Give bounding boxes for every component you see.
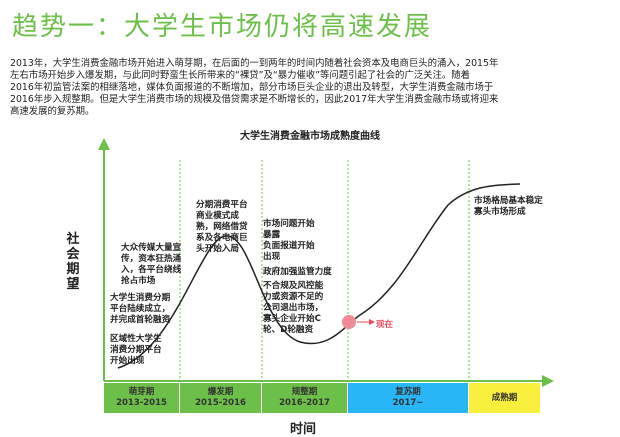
phase-guides bbox=[179, 160, 470, 383]
phase-years: 2017~ bbox=[392, 398, 424, 408]
phase-name: 爆发期 bbox=[207, 387, 234, 397]
annotation-early-1: 区域性大学生 消费分期平台 开始出现 bbox=[110, 334, 162, 366]
phase-boom: 爆发期 2015-2016 bbox=[180, 383, 262, 413]
annotation-early-2: 大学生消费分期 平台陆续成立， 并完成首轮融资 bbox=[110, 293, 171, 325]
annotation-norm-1: 市场问题开始 暴露 负面报道开始 出现 bbox=[263, 219, 315, 262]
now-label: 现在 bbox=[376, 320, 394, 330]
phase-normalize: 规整期 2016-2017 bbox=[262, 383, 348, 413]
annotation-norm-2: 政府加强监管力度 bbox=[263, 267, 332, 277]
annotation-norm-3: 不合规及风控能 力或资源不足的 公司退出市场， 寡头企业开始C 轮、D轮融资 bbox=[263, 281, 324, 335]
chart-title: 大学生消费金融市场成熟度曲线 bbox=[240, 131, 380, 142]
phase-years: 2013-2015 bbox=[116, 398, 167, 408]
phase-name: 复苏期 bbox=[395, 387, 421, 397]
phase-name: 成熟期 bbox=[491, 392, 518, 403]
phase-name: 萌芽期 bbox=[128, 387, 155, 397]
x-axis-label: 时间 bbox=[290, 422, 317, 437]
phase-recovery: 复苏期 2017~ bbox=[348, 383, 469, 413]
y-axis-label: 社会期望 bbox=[66, 232, 80, 292]
phase-mature: 成熟期 bbox=[469, 383, 541, 413]
phase-years: 2016-2017 bbox=[279, 398, 330, 408]
x-axis-arrow bbox=[542, 375, 554, 387]
y-axis-arrow bbox=[98, 138, 110, 150]
annotation-mature: 市场格局基本稳定 寡头市场形成 bbox=[474, 196, 543, 217]
maturity-curve bbox=[117, 183, 521, 369]
phase-years: 2015-2016 bbox=[195, 398, 246, 408]
paragraph-line: 2016年步入规整期。但是大学生消费市场的规模及借贷需求是不断增长的，因此201… bbox=[10, 94, 499, 105]
paragraph-line: 左右市场开始步入爆发期，与此同时野蛮生长所带来的“裸贷”及“暴力催收”等问题引起… bbox=[10, 70, 471, 81]
annotation-boom-2: 分期消费平台 商业模式成 熟，网络借贷 系及各电商巨 头开始入局 bbox=[196, 200, 248, 254]
now-marker bbox=[342, 315, 356, 329]
intro-paragraph: 2013年，大学生消费金融市场开始进入萌芽期，在后面的一到两年的时间内随着社会资… bbox=[10, 58, 610, 118]
paragraph-line: 2016年初监管法案的相继落地，媒体负面报道的不断增加，部分市场巨头企业的退出及… bbox=[10, 82, 494, 93]
paragraph-line: 2013年，大学生消费金融市场开始进入萌芽期，在后面的一到两年的时间内随着社会资… bbox=[10, 58, 499, 69]
now-pointer-arrow bbox=[369, 319, 375, 325]
page-title: 趋势一：大学生市场仍将高速发展 bbox=[12, 12, 433, 42]
annotation-boom-1: 大众传媒大量宣 传，资本狂热涌 入，各平台绕线 抢占市场 bbox=[121, 243, 182, 286]
phase-name: 规整期 bbox=[291, 387, 318, 397]
paragraph-line: 高速发展的复苏期。 bbox=[10, 106, 95, 117]
phase-sprout: 萌芽期 2013-2015 bbox=[104, 383, 180, 413]
